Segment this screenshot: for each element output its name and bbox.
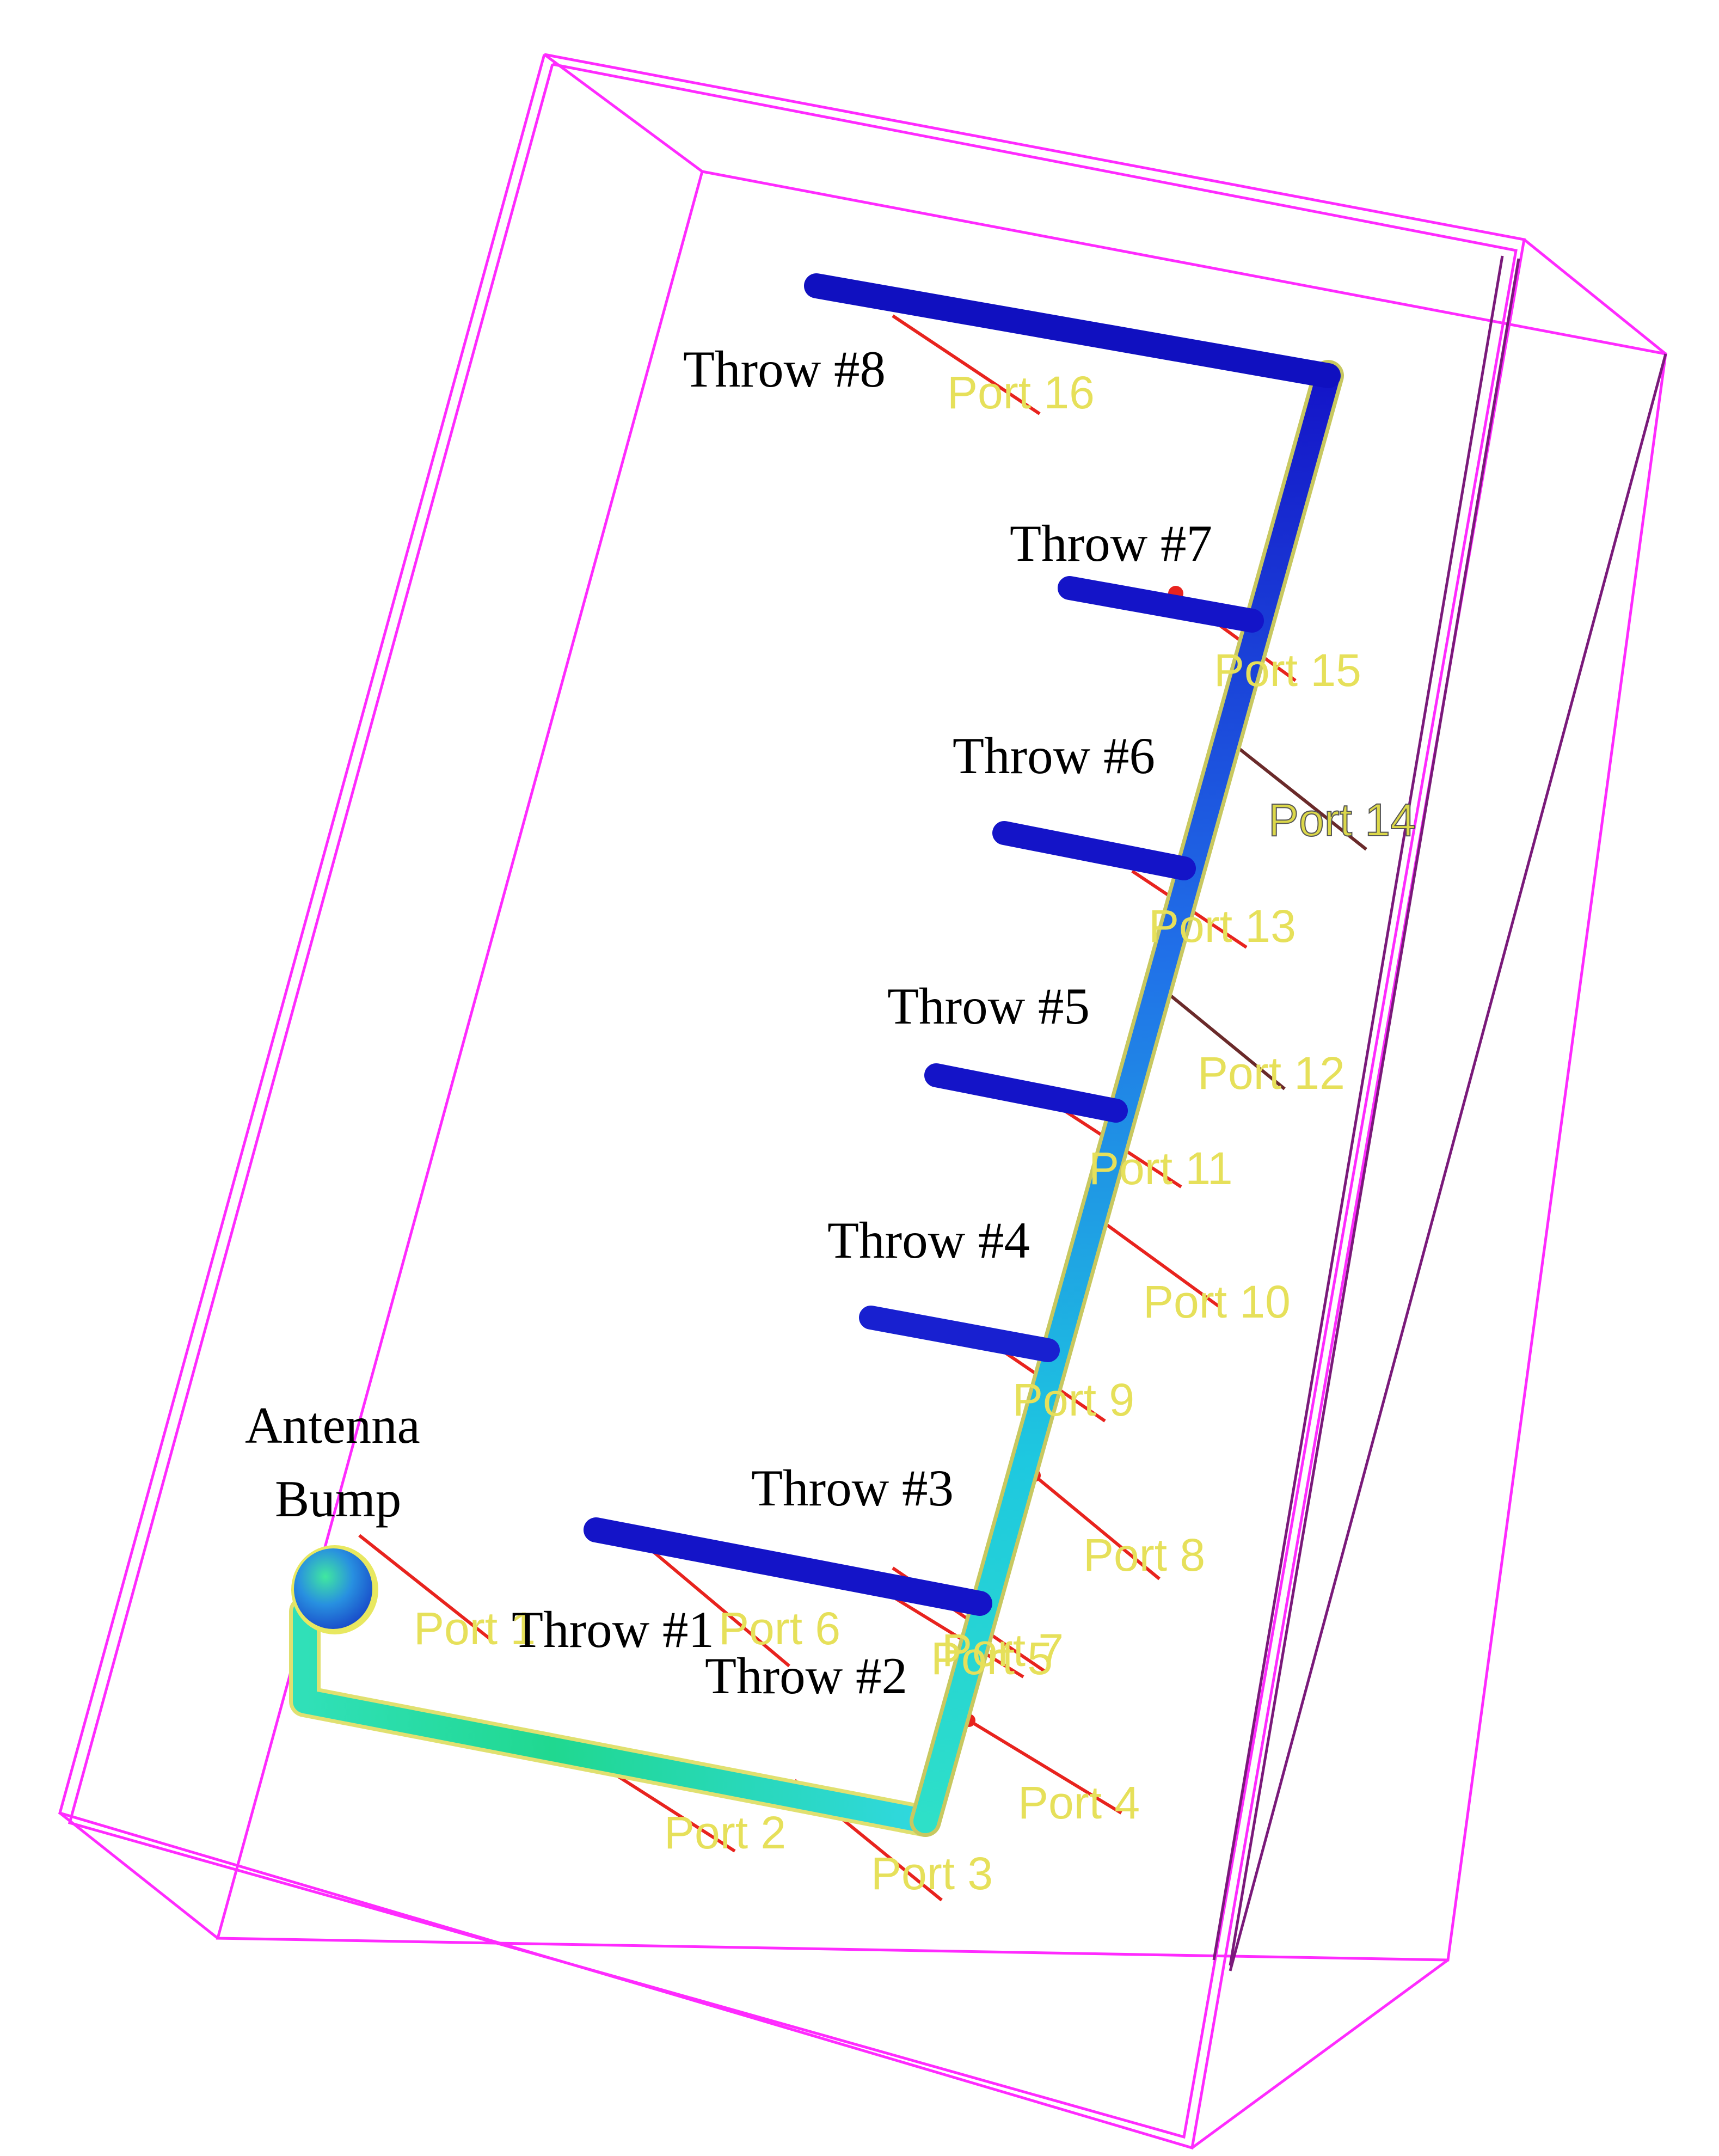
branch-throw-7 [1058,576,1264,633]
port-label-14: Port 14 [1268,794,1416,846]
switch-network [289,273,1344,1837]
throw-label-4: Throw #4 [827,1211,1030,1269]
port-label-11: Port 11 [1089,1143,1233,1194]
antenna-bump [291,1545,378,1634]
throw-label-1: Throw #1 [512,1601,714,1658]
branch-throw-4 [859,1306,1060,1362]
port-label-13: Port 13 [1149,901,1296,952]
throw-label-7: Throw #7 [1010,514,1212,572]
port-label-8: Port 8 [1083,1529,1205,1581]
throw-labels: Throw #8 Throw #7 Throw #6 Throw #5 Thro… [245,340,1212,1705]
port-label-10: Port 10 [1143,1276,1291,1327]
port-label-4: Port 4 [1018,1777,1140,1828]
port-label-1: Port 1 [414,1603,536,1654]
branch-throw-5 [924,1063,1128,1123]
port-label-6: Port 6 [719,1603,840,1654]
throw-label-8: Throw #8 [683,340,886,398]
throw-label-3: Throw #3 [751,1459,954,1517]
antenna-label-line2: Bump [275,1470,401,1528]
throw-label-2: Throw #2 [705,1647,907,1705]
bounding-box [58,53,1667,2150]
port-label-9: Port 9 [1012,1374,1134,1425]
port-label-7: Port 7 [942,1625,1064,1676]
branch-throw-3 [584,1517,992,1616]
throw-label-6: Throw #6 [953,727,1155,785]
port-label-16: Port 16 [947,367,1095,418]
port-label-15: Port 15 [1214,645,1361,696]
throw-label-5: Throw #5 [887,977,1090,1035]
port-label-5: Port 5 [931,1633,1053,1684]
port-labels: Port 1 Port 2 Port 3 Port 4 Port 5 Port … [414,367,1416,1899]
antenna-label-line1: Antenna [245,1396,420,1454]
port-label-12: Port 12 [1198,1048,1345,1099]
port-label-2: Port 2 [664,1807,786,1858]
branch-throw-6 [992,821,1196,880]
port-label-3: Port 3 [871,1848,993,1899]
